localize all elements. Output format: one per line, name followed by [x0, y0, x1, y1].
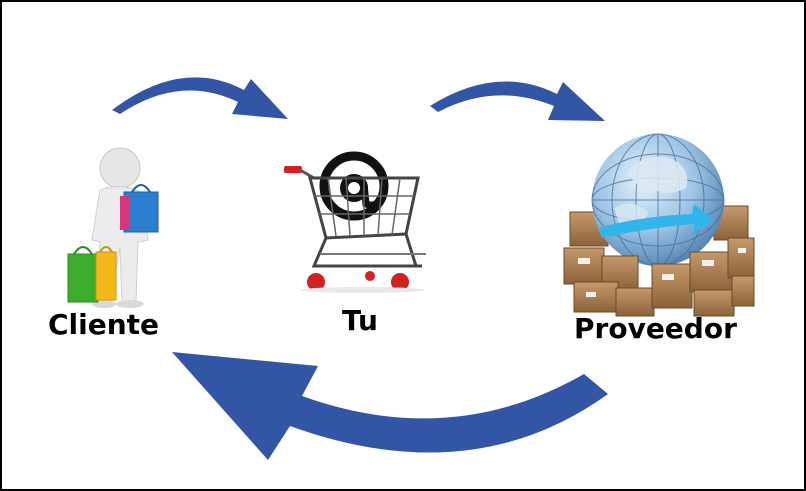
arrow-tu-to-proveedor	[430, 81, 605, 121]
node-label-tu: Tu	[342, 304, 378, 337]
node-label-cliente: Cliente	[48, 308, 160, 341]
arrow-cliente-to-tu	[112, 77, 288, 119]
shopper-with-bags-icon	[67, 147, 159, 308]
shopping-cart-at-symbol-icon	[284, 151, 426, 293]
globe-with-boxes-icon	[563, 133, 755, 317]
arrow-proveedor-to-cliente	[172, 352, 608, 460]
node-label-proveedor: Proveedor	[574, 312, 737, 345]
